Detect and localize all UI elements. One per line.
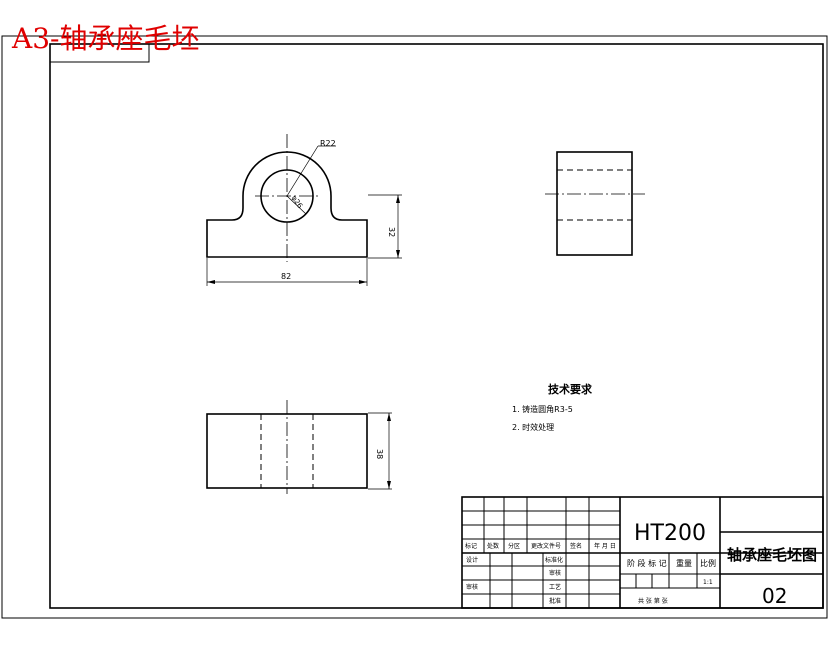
title-block: 标记 处数 分区 更改文件号 签名 年 月 日 设计 标准化 审核 审核 工艺 …	[461, 496, 824, 609]
width-label: 82	[281, 272, 291, 281]
outer-frame	[1, 35, 828, 619]
tech-heading: 技术要求	[548, 382, 593, 396]
side-view	[545, 151, 645, 256]
svg-text:处数: 处数	[487, 542, 499, 550]
svg-text:标准化: 标准化	[545, 556, 563, 564]
front-outline	[206, 151, 368, 258]
sheet-title: A3-轴承座毛坯	[11, 22, 200, 55]
svg-text:审核: 审核	[466, 583, 478, 591]
tech-item-2: 2. 时效处理	[512, 422, 554, 432]
drawing-name: 轴承座毛坯图	[727, 546, 817, 564]
radius-leader	[286, 145, 319, 197]
top-height-label: 38	[375, 449, 384, 459]
tech-requirements: 技术要求 1. 铸造圆角R3-5 2. 时效处理	[512, 382, 593, 432]
svg-text:审核: 审核	[549, 569, 561, 577]
svg-text:签名: 签名	[570, 542, 582, 550]
inner-border	[49, 43, 824, 609]
drawing-number: 02	[762, 584, 787, 608]
height-label: 32	[387, 227, 396, 237]
svg-text:共 张 第 张: 共 张 第 张	[638, 597, 668, 605]
svg-text:标记: 标记	[465, 542, 477, 550]
material-label: HT200	[634, 521, 706, 546]
svg-text:年 月 日: 年 月 日	[594, 542, 616, 550]
svg-text:设计: 设计	[466, 556, 478, 564]
diameter-label: φ26	[290, 194, 305, 210]
svg-text:比例: 比例	[700, 558, 716, 568]
radius-label: R22	[320, 139, 336, 148]
diameter-leader	[286, 195, 307, 215]
side-outline	[556, 151, 633, 256]
svg-text:阶 段 标 记: 阶 段 标 记	[627, 558, 667, 568]
svg-text:工艺: 工艺	[549, 583, 561, 591]
svg-text:批准: 批准	[549, 597, 561, 605]
svg-text:重量: 重量	[676, 558, 692, 568]
svg-text:更改文件号: 更改文件号	[531, 542, 561, 550]
top-view: 38	[206, 400, 392, 494]
tech-item-1: 1. 铸造圆角R3-5	[512, 404, 573, 414]
front-view: R22 φ26 32 82	[206, 134, 402, 286]
code-box	[49, 43, 150, 63]
svg-text:1:1: 1:1	[703, 579, 713, 586]
svg-text:分区: 分区	[508, 542, 520, 550]
